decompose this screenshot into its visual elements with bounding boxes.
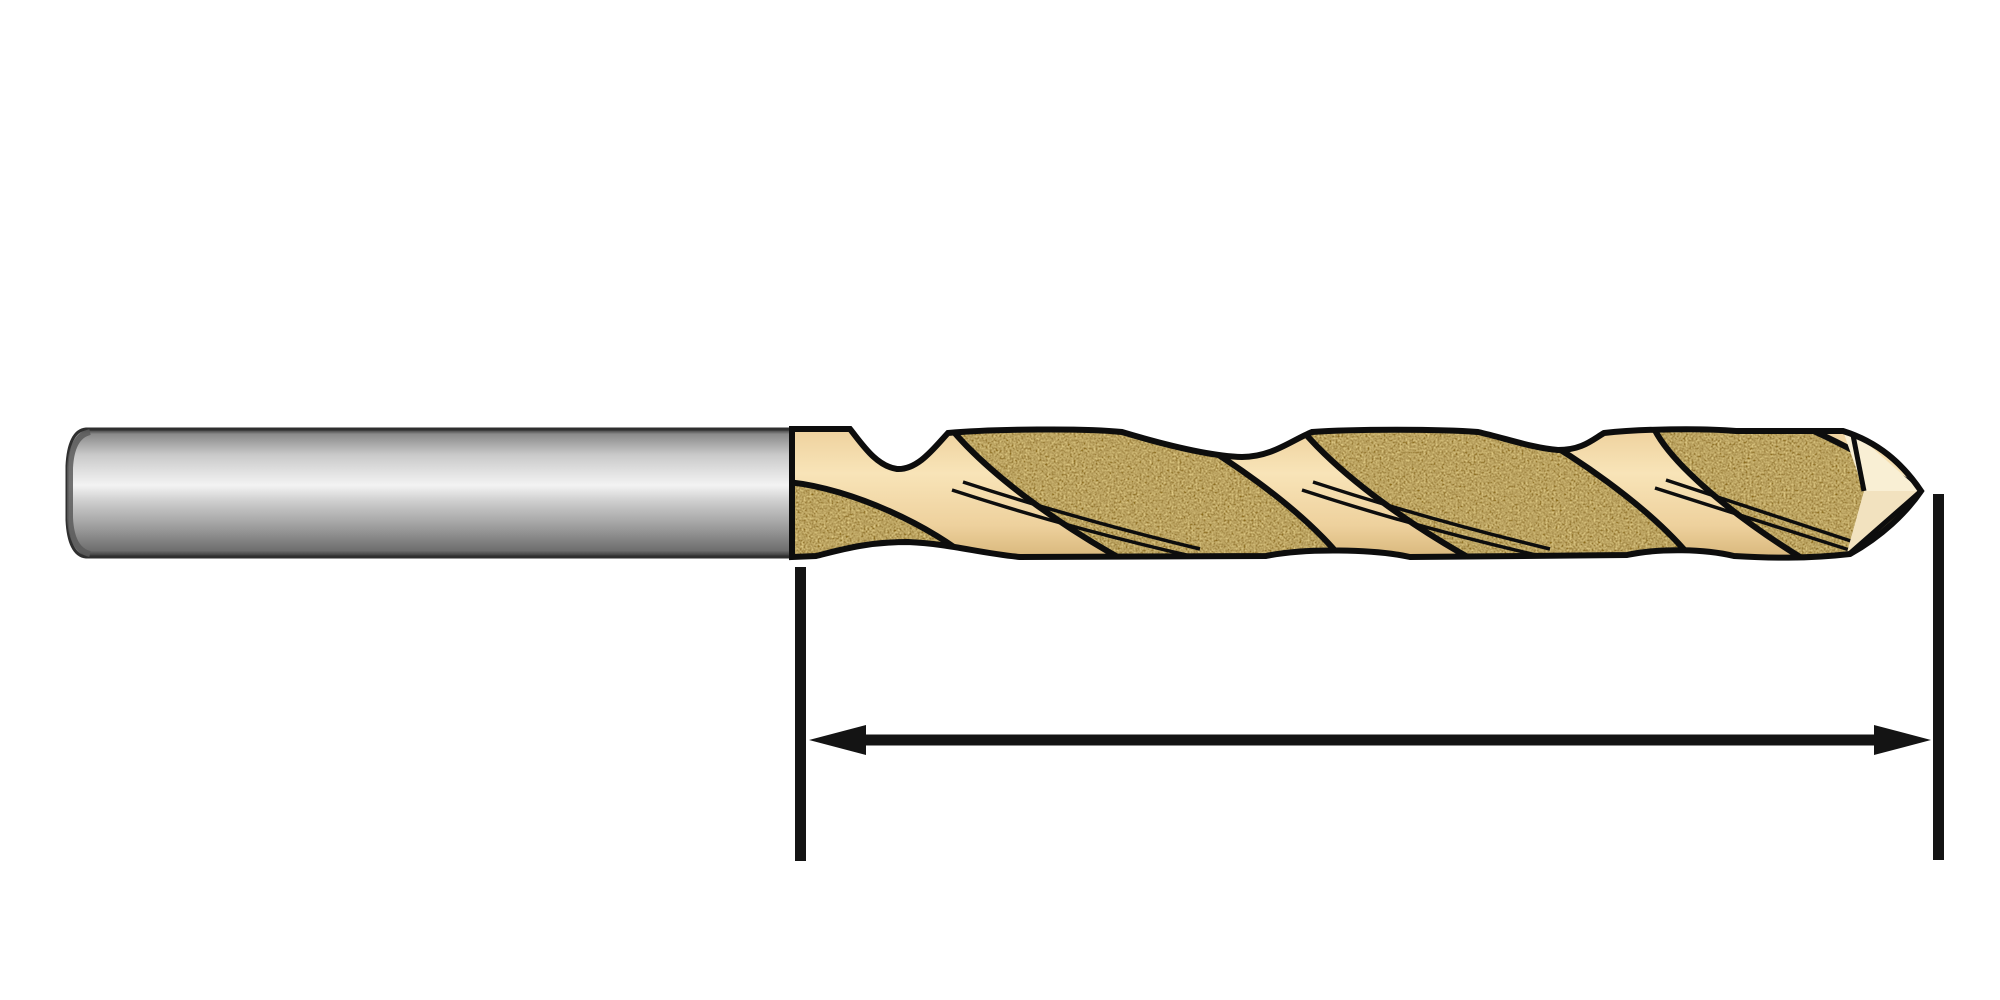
margin-line	[1301, 488, 1546, 558]
flute-band	[1275, 429, 1715, 558]
fluted-body	[789, 426, 1925, 561]
drill-point	[1843, 429, 1921, 557]
flute-band-outline	[792, 478, 1007, 558]
flute-band	[1649, 429, 1921, 558]
dimension-arrow-shaft	[852, 734, 1884, 746]
shank-end-cap	[67, 429, 91, 557]
arrowhead-right-icon	[1874, 725, 1931, 755]
extension-line-right	[1933, 494, 1944, 860]
arrowhead-left-icon	[809, 725, 866, 755]
margin-line	[962, 480, 1201, 551]
point-lip-edge	[1846, 489, 1921, 557]
margin-line	[951, 488, 1196, 558]
margin-lines	[951, 478, 1867, 558]
dimension-annotation	[795, 494, 1944, 861]
flute-body-outline	[789, 426, 1925, 561]
margin-line	[1312, 480, 1551, 551]
extension-line-left	[795, 567, 806, 861]
shank-body	[65, 427, 794, 559]
margin-line	[1665, 478, 1867, 548]
flute-band	[925, 429, 1365, 558]
point-facet-edge	[1849, 429, 1867, 492]
margin-line	[1654, 486, 1863, 556]
shank	[65, 427, 794, 559]
